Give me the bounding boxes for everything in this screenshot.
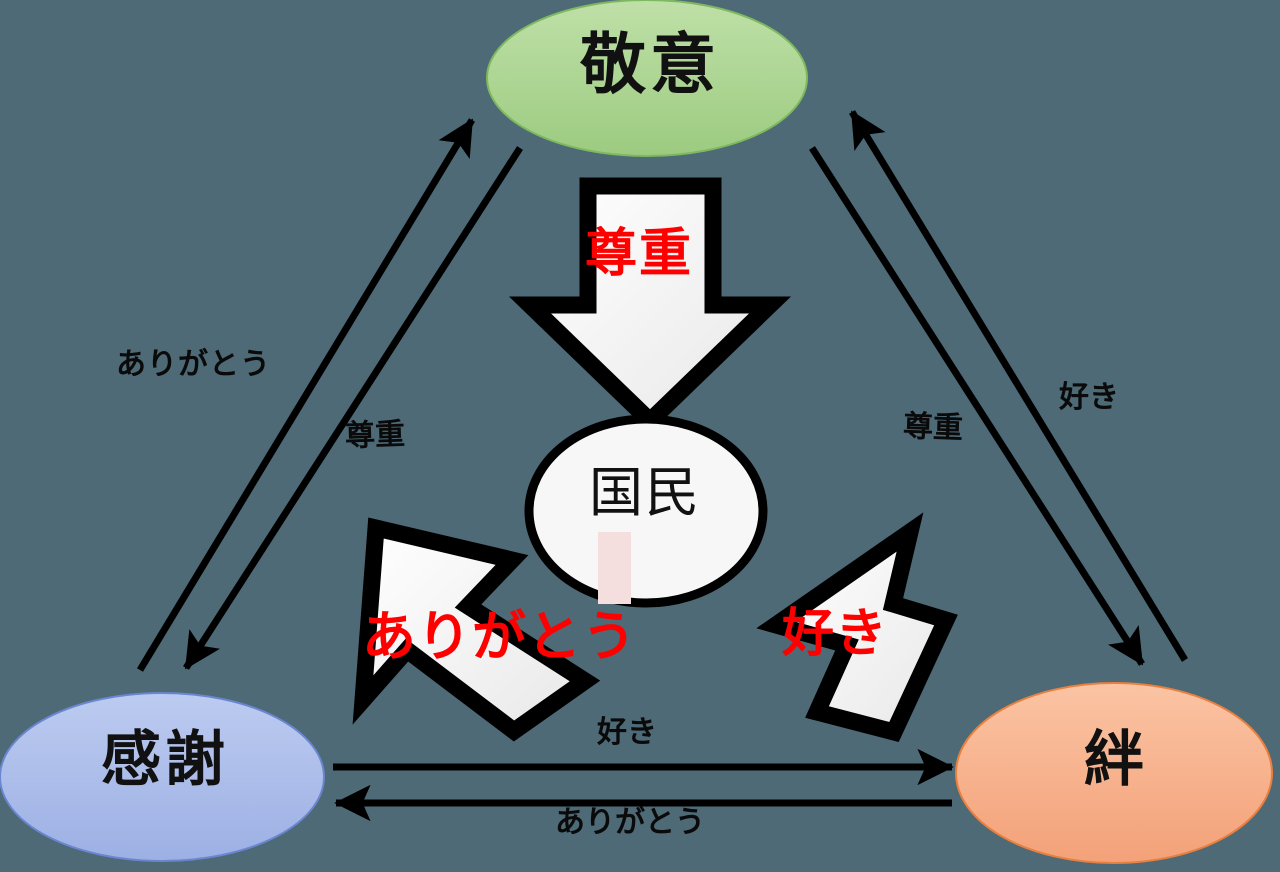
arrow-label-suki: 好き	[782, 604, 889, 664]
block-arrow-down-sonchou	[508, 177, 792, 433]
block-arrow-upleft-arigatou	[352, 517, 601, 742]
node-keii[interactable]	[486, 0, 808, 157]
line-kizuna-to-keii	[849, 110, 1188, 662]
node-kizuna[interactable]	[955, 682, 1273, 864]
edge-label-arigatou-left: ありがとう	[116, 347, 271, 382]
arrow-label-sonchou: 尊重	[585, 224, 694, 284]
edge-label-sonchou-right: 尊重	[902, 408, 964, 447]
edge-label-suki-bottom: 好き	[597, 715, 657, 750]
edge-label-suki-right: 好き	[1059, 380, 1119, 415]
line-keii-to-kizuna	[809, 146, 1145, 666]
pink-strip-artifact	[598, 532, 631, 604]
line-keii-to-kansha	[183, 146, 523, 670]
node-kansha[interactable]	[0, 692, 325, 862]
node-kokumin[interactable]	[524, 414, 768, 608]
line-kansha-to-keii	[137, 118, 475, 672]
block-arrow-upright-suki	[756, 512, 958, 743]
edge-label-arigatou-bottom: ありがとう	[555, 805, 705, 840]
edge-label-sonchou-left: 尊重	[344, 416, 406, 455]
arrow-label-arigatou: ありがとう	[362, 605, 637, 668]
